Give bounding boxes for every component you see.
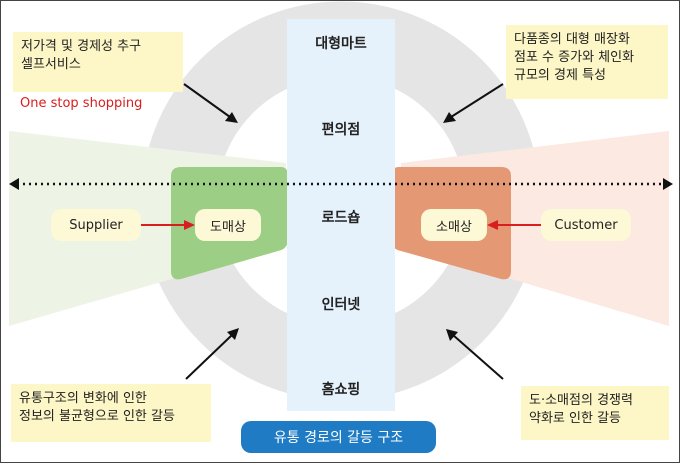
note-bottom-left-line1: 유통구조의 변화에 인한 (19, 391, 147, 406)
retailer-node: 소매상 (421, 209, 487, 241)
note-bottom-right-line1: 도·소매점의 경쟁력 (529, 393, 633, 408)
top-right-arrowhead (443, 112, 456, 123)
note-bottom-right-line2: 약화로 인한 갈등 (529, 411, 621, 426)
note-bottom-left: 유통구조의 변화에 인한 정보의 불균형으로 인한 갈등 (11, 384, 211, 442)
note-top-left-line2: 셀프서비스 (21, 57, 81, 72)
top-right-arrow (450, 83, 504, 118)
axis-right-arrowhead (663, 178, 673, 190)
channel-home-shopping: 홈쇼핑 (321, 382, 361, 398)
channel-convenience-store: 편의점 (321, 122, 361, 138)
top-left-arrow (183, 83, 231, 118)
channel-internet: 인터넷 (321, 297, 361, 313)
note-top-right-line1: 다품종의 대형 매장화 (514, 32, 630, 47)
channel-column (287, 19, 395, 411)
channel-road-shop: 로드숍 (321, 210, 361, 226)
note-bottom-left-line2: 정보의 불균형으로 인한 갈등 (19, 409, 175, 424)
bottom-right-arrowhead (446, 329, 458, 341)
bottom-left-arrowhead (227, 328, 239, 340)
bottom-left-arrow (185, 334, 233, 380)
bottom-right-arrow (452, 334, 504, 380)
note-top-right: 다품종의 대형 매장화 점포 수 증가와 체인화 규모의 경제 특성 (506, 25, 668, 99)
note-top-left: 저가격 및 경제성 추구 셀프서비스 (13, 32, 183, 92)
customer-node: Customer (541, 209, 631, 241)
top-left-arrowhead (225, 112, 238, 123)
note-bottom-right: 도·소매점의 경쟁력 약화로 인한 갈등 (521, 386, 669, 440)
note-top-left-line1: 저가격 및 경제성 추구 (21, 39, 142, 54)
customer-arrowhead (487, 220, 498, 230)
note-top-right-line2: 점포 수 증가와 체인화 (514, 50, 635, 65)
channel-list: 대형마트 편의점 로드숍 인터넷 홈쇼핑 (287, 1, 395, 411)
diagram-title: 유통 경로의 갈등 구조 (241, 421, 436, 453)
one-stop-shopping-label: One stop shopping (20, 96, 143, 111)
wholesaler-node: 도매상 (195, 209, 261, 241)
note-top-right-line3: 규모의 경제 특성 (514, 68, 606, 83)
channel-hypermarket: 대형마트 (315, 36, 367, 52)
axis-left-arrowhead (9, 178, 19, 190)
supplier-node: Supplier (51, 209, 141, 241)
supplier-arrowhead (184, 220, 195, 230)
